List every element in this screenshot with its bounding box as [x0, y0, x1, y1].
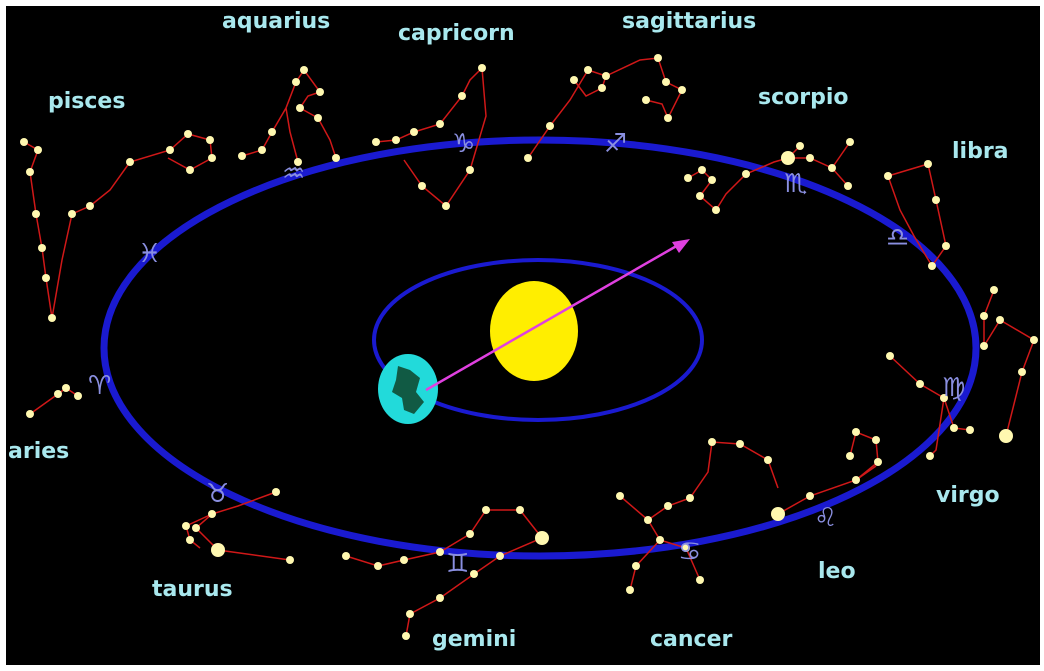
cancer-glyph-icon: ♋: [678, 537, 701, 567]
label-scorpio: scorpio: [758, 85, 849, 110]
gemini-glyph-icon: ♊: [446, 549, 469, 579]
label-taurus: taurus: [152, 577, 233, 602]
aries-glyph-icon: ♈: [88, 371, 111, 401]
constellation-cancer: [616, 438, 778, 594]
label-libra: libra: [952, 139, 1009, 164]
constellation-libra: [884, 160, 950, 270]
sagittarius-glyph-icon: ♐: [604, 129, 627, 159]
constellation-scorpio: [684, 138, 854, 214]
libra-glyph-icon: ♎: [886, 223, 909, 253]
label-capricorn: capricorn: [398, 21, 515, 46]
sun: [490, 281, 578, 381]
label-cancer: cancer: [650, 627, 733, 652]
capricorn-glyph-icon: ♑: [452, 129, 475, 159]
label-sagittarius: sagittarius: [622, 9, 756, 34]
constellation-aries: [26, 384, 82, 418]
sight-arrowhead: [672, 239, 690, 253]
constellation-aquarius: [238, 66, 340, 166]
taurus-glyph-icon: ♉: [206, 479, 229, 509]
virgo-glyph-icon: ♍: [942, 373, 965, 403]
scorpio-glyph-icon: ♏: [784, 169, 807, 199]
label-virgo: virgo: [936, 483, 1000, 508]
label-aquarius: aquarius: [222, 9, 330, 34]
label-pisces: pisces: [48, 89, 125, 114]
leo-glyph-icon: ♌: [814, 503, 837, 533]
label-leo: leo: [818, 559, 856, 584]
label-aries: aries: [8, 439, 69, 464]
pisces-glyph-icon: ♓: [138, 239, 161, 269]
aquarius-glyph-icon: ♒: [282, 159, 305, 189]
label-gemini: gemini: [432, 627, 516, 652]
